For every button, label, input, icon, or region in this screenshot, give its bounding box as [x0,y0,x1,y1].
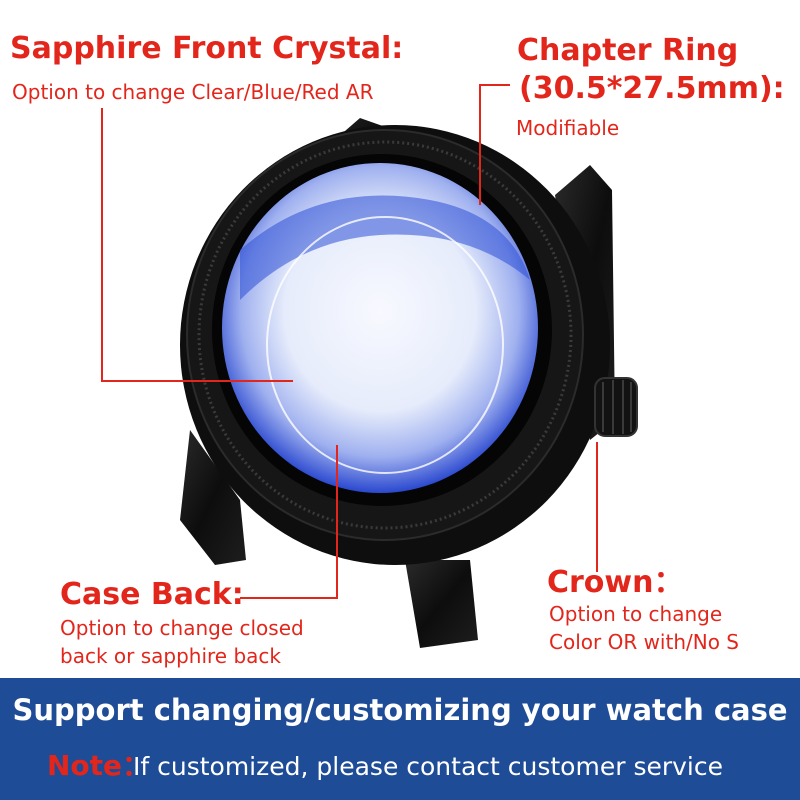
chapter-ring-title: Chapter Ring [517,33,739,68]
crown-description-line1: Option to change [549,602,723,626]
case-back-description-line1: Option to change closed [60,616,304,640]
case-back-title: Case Back: [60,577,244,612]
chapter-ring-leader-line [479,84,510,205]
banner-headline: Support changing/customizing your watch … [12,693,788,727]
chapter-ring-description: Modifiable [516,116,620,140]
bottom-banner [0,678,800,800]
note-label: Note： [47,749,151,782]
crown-knob [594,377,638,437]
crystal-leader-line [101,108,293,382]
crown-title: Crown： [547,565,684,600]
case-back-description-line2: back or sapphire back [60,644,281,668]
crystal-title: Sapphire Front Crystal: [10,31,404,66]
case-back-leader-line [240,445,338,599]
chapter-ring-size: (30.5*27.5mm): [519,71,785,106]
crown-description-line2: Color OR with/No S [549,630,739,654]
crystal-description: Option to change Clear/Blue/Red AR [12,80,374,104]
note-text: If customized, please contact customer s… [133,752,723,781]
